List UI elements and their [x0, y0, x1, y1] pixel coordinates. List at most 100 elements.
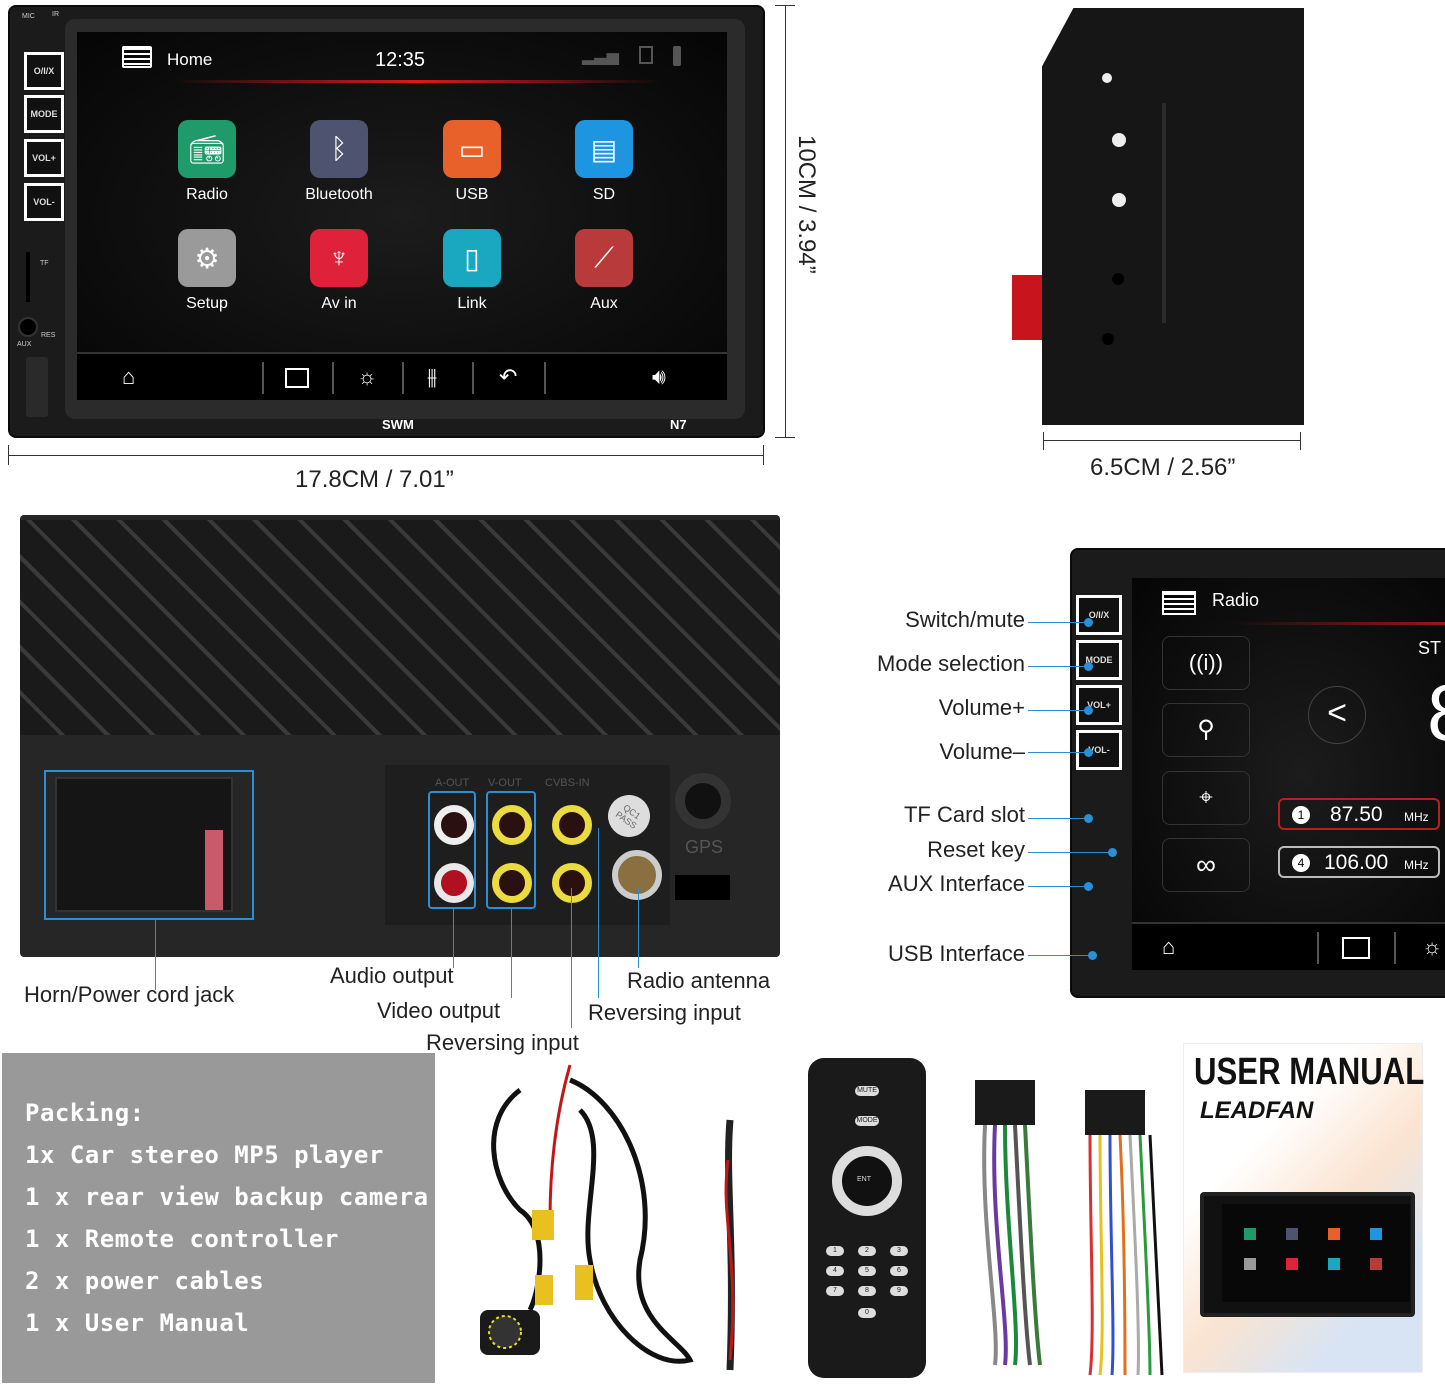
remote-key[interactable]: MODE	[855, 1116, 879, 1126]
gallery-icon[interactable]	[1342, 937, 1370, 959]
home-icon[interactable]: ⌂	[122, 364, 136, 389]
callout-dot	[1108, 848, 1117, 857]
callout-horn-power: Horn/Power cord jack	[24, 982, 235, 1007]
callout-line	[1028, 818, 1088, 819]
usb-icon: ▭	[443, 120, 501, 178]
remote-key[interactable]: 7	[826, 1286, 844, 1296]
remote-key[interactable]: 9	[890, 1286, 908, 1296]
side-view	[1042, 8, 1304, 425]
callout-usb-interface: USB Interface	[888, 941, 1025, 966]
packing-item: 1 x Remote controller	[25, 1225, 339, 1253]
search-button[interactable]: ⚲	[1162, 703, 1250, 757]
callout-line	[1028, 710, 1088, 711]
bluetooth-icon: ᛒ	[310, 120, 368, 178]
app-aux[interactable]: ⟋Aux	[549, 229, 659, 313]
usb-port[interactable]	[26, 357, 48, 417]
reversing-in-2[interactable]	[552, 863, 592, 903]
vol-down-button[interactable]: VOL-	[1076, 730, 1122, 770]
callout-line	[1028, 955, 1092, 956]
video-out-1[interactable]	[492, 805, 532, 845]
dpad[interactable]	[832, 1146, 902, 1216]
packing-list: Packing: 1x Car stereo MP5 player 1 x re…	[2, 1053, 435, 1383]
aux-label: AUX	[17, 341, 32, 348]
app-av-in[interactable]: ♆Av in	[284, 229, 394, 313]
mode-button[interactable]: MODE	[1076, 640, 1122, 680]
packing-item: 2 x power cables	[25, 1267, 265, 1295]
callout-reversing-input-1: Reversing input	[426, 1030, 579, 1055]
brightness-icon[interactable]: ☼	[357, 364, 378, 389]
volume-icon[interactable]: 🔊︎	[652, 364, 666, 389]
home-icon[interactable]: ⌂	[1162, 934, 1176, 959]
remote-key[interactable]: 2	[858, 1246, 876, 1256]
equalizer-icon[interactable]: ⫵	[427, 364, 438, 389]
remote-key[interactable]: 4	[826, 1266, 844, 1276]
switch-mute-button[interactable]: O/I/X	[1076, 595, 1122, 635]
aux-jack[interactable]	[18, 317, 38, 337]
mode-button[interactable]: MODE	[24, 95, 64, 133]
divider	[402, 362, 404, 394]
remote-key[interactable]: MUTE	[855, 1086, 879, 1096]
callout-dot	[1084, 814, 1093, 823]
callout-line	[1028, 886, 1088, 887]
remote-key[interactable]: 0	[858, 1308, 876, 1318]
remote-key[interactable]: 5	[858, 1266, 876, 1276]
preset-4[interactable]: 4 106.00 MHz	[1278, 846, 1440, 878]
signal-icon: ▂▃▅	[582, 48, 619, 65]
width-dimension-line	[8, 455, 764, 456]
preset-number: 4	[1292, 854, 1310, 872]
antenna-port[interactable]	[612, 850, 662, 900]
vol-up-button[interactable]: VOL+	[24, 139, 64, 177]
app-link[interactable]: ▯Link	[417, 229, 527, 313]
info-button[interactable]: ((i))	[1162, 636, 1250, 690]
callout-tf-card-slot: TF Card slot	[903, 802, 1025, 827]
preset-1[interactable]: 1 87.50 MHz	[1278, 798, 1440, 830]
app-label: Radio	[186, 186, 228, 203]
screen-title: Radio	[1212, 590, 1260, 610]
vol-down-button[interactable]: VOL-	[24, 183, 64, 221]
callout-audio-output: Audio output	[330, 963, 454, 988]
app-setup[interactable]: ⚙Setup	[152, 229, 262, 313]
callout-reversing-input-2: Reversing input	[588, 1000, 741, 1025]
usb-status-icon	[673, 46, 681, 66]
port-label-vout: V-OUT	[488, 777, 522, 789]
stereo-button[interactable]: ∞	[1162, 838, 1250, 892]
video-out-2[interactable]	[492, 863, 532, 903]
audio-out-white[interactable]	[434, 805, 474, 845]
prev-button[interactable]: <	[1308, 686, 1366, 744]
callout-dot	[1088, 951, 1097, 960]
remote-key[interactable]: 1	[826, 1246, 844, 1256]
gallery-icon[interactable]	[285, 368, 309, 388]
brightness-icon[interactable]: ☼	[1422, 934, 1443, 959]
callout-dot	[1084, 706, 1093, 715]
tick	[1300, 432, 1301, 450]
preset-frequency: 106.00	[1324, 851, 1389, 874]
remote-key[interactable]: 3	[890, 1246, 908, 1256]
remote-key[interactable]: 8	[858, 1286, 876, 1296]
power-harness-2	[1085, 1090, 1164, 1376]
power-mute-button[interactable]: O/I/X	[24, 52, 64, 90]
rear-panel: A-OUT V-OUT CVBS-IN GPS QC1 PASS	[20, 515, 780, 957]
app-radio[interactable]: 📻︎Radio	[152, 120, 262, 204]
audio-out-red[interactable]	[434, 863, 474, 903]
scan-button[interactable]: ⌖	[1162, 771, 1250, 825]
enter-key[interactable]: ENT	[857, 1176, 871, 1183]
callout-line	[1028, 622, 1088, 623]
vol-up-button[interactable]: VOL+	[1076, 685, 1122, 725]
bottom-toolbar: ⌂ ☼	[1132, 922, 1445, 970]
remote-key[interactable]: 6	[890, 1266, 908, 1276]
callout-line	[1028, 852, 1112, 853]
back-icon[interactable]: ↶	[499, 364, 518, 389]
app-usb[interactable]: ▭ USB	[417, 120, 527, 204]
packing-item: 1x Car stereo MP5 player	[25, 1141, 384, 1169]
connector-highlight	[44, 770, 254, 920]
backup-camera-with-cables	[480, 1064, 694, 1364]
tf-card-slot[interactable]	[26, 252, 30, 302]
app-sd[interactable]: ▤SD	[549, 120, 659, 204]
depth-dimension: 6.5CM / 2.56”	[1090, 454, 1236, 481]
gps-port[interactable]	[675, 773, 731, 829]
app-label: USB	[455, 186, 489, 203]
reversing-in-1[interactable]	[552, 805, 592, 845]
packing-title: Packing:	[25, 1099, 145, 1127]
callout-dot	[1084, 662, 1093, 671]
